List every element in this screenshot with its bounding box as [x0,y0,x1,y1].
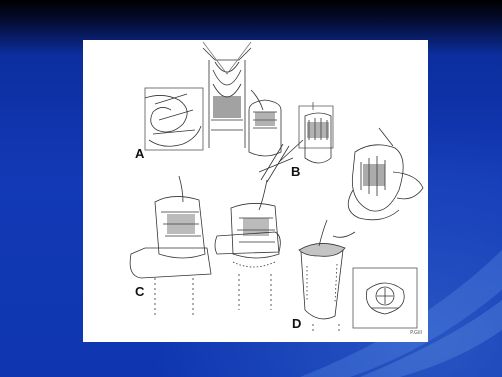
panel-c-drawing [130,176,280,318]
illustrator-credit: P.Gill [410,330,422,336]
panel-a-drawing [145,42,251,150]
panel-label-c: C [135,284,144,299]
panel-label-a: A [135,146,144,161]
panel-right-drawing [348,128,423,220]
surgical-illustration: A B C D P.Gill [83,40,428,342]
panel-label-d: D [292,316,301,331]
panel-d-drawing [299,220,417,332]
panel-label-b: B [291,164,300,179]
